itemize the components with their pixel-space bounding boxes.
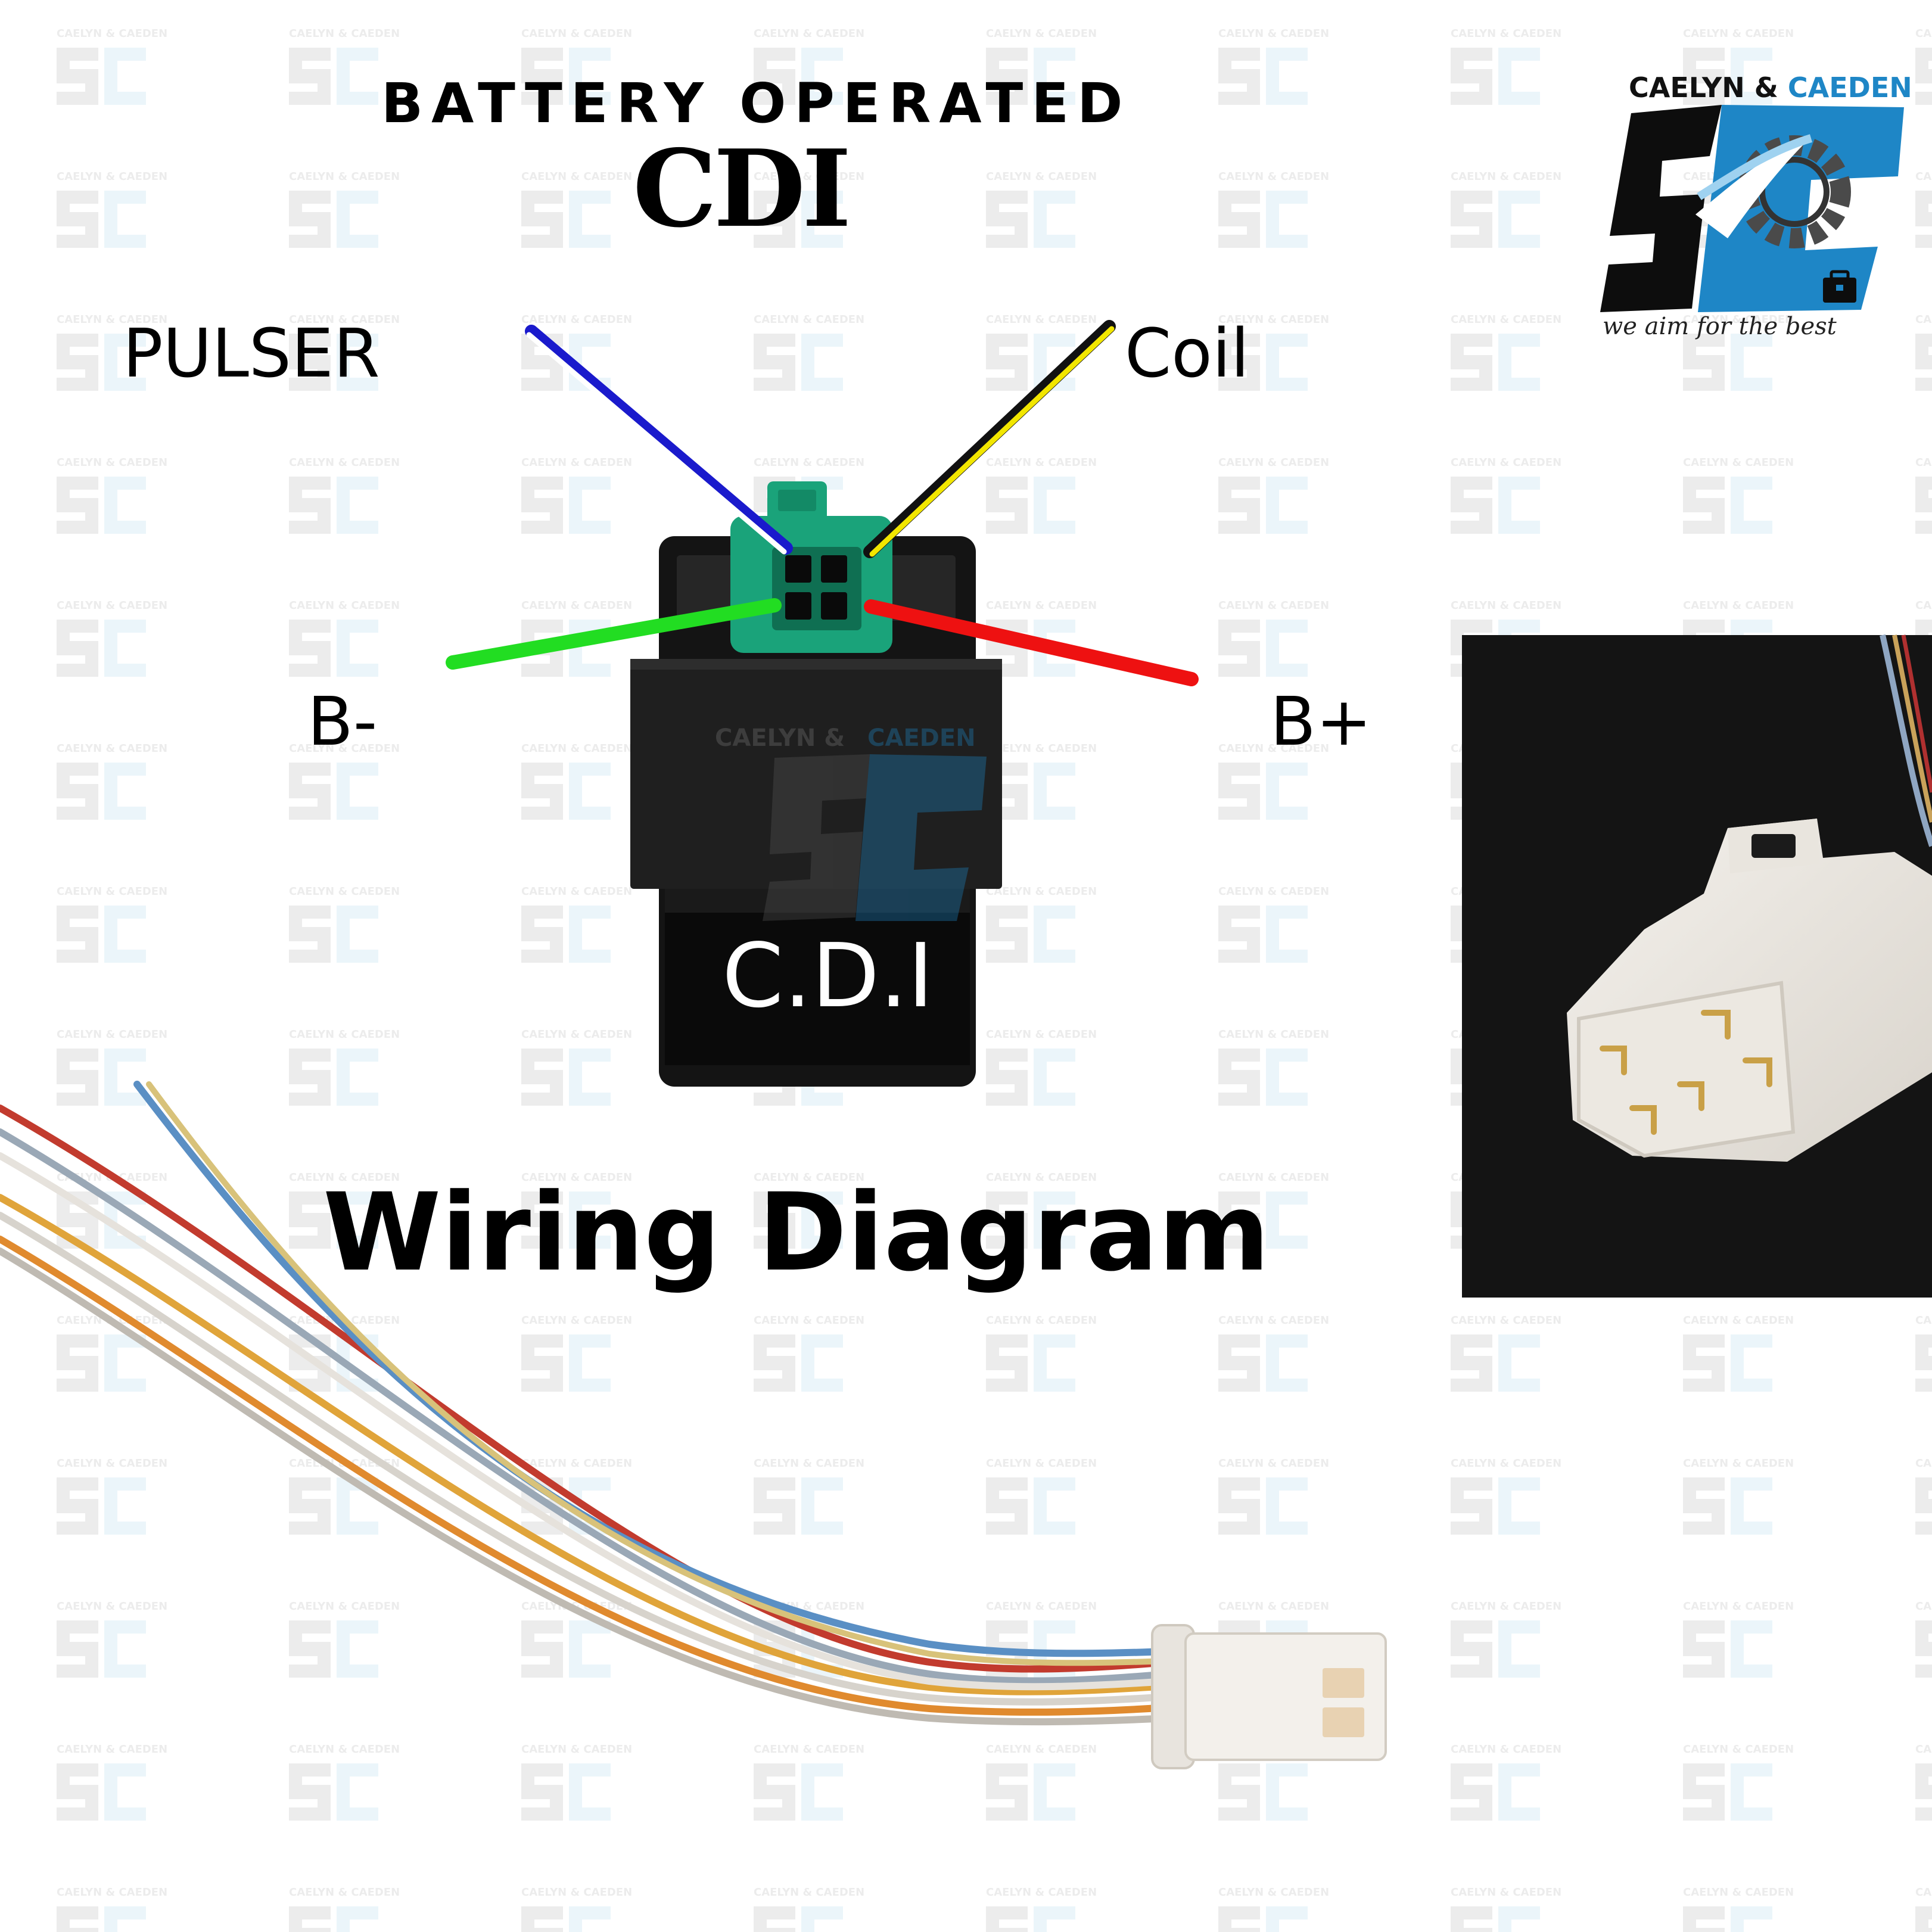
- wire-harness-photo: [0, 1081, 1171, 1726]
- brand-name: CAELYN & CAEDEN: [1629, 74, 1912, 101]
- brand-name-part1: CAELYN &: [1629, 71, 1778, 104]
- brand-name-part2: CAEDEN: [1787, 71, 1912, 104]
- brand-logo: [1600, 105, 1904, 312]
- module-watermark-logo: CAELYN & CAEDEN: [715, 724, 987, 921]
- connector-photo: [1462, 634, 1932, 1298]
- wire-b-minus: [446, 598, 782, 670]
- cdi-connector: [730, 481, 892, 653]
- svg-text:CAEDEN: CAEDEN: [867, 724, 976, 752]
- label-b-minus: B-: [307, 683, 378, 761]
- harness-connector: [1151, 1624, 1387, 1769]
- label-pulser: PULSER: [123, 315, 380, 393]
- header-title-small: BATTERY OPERATED: [381, 71, 1131, 135]
- svg-text:CAELYN &: CAELYN &: [715, 724, 845, 752]
- brand-tagline: we aim for the best: [1603, 313, 1837, 340]
- header-title-large: CDI: [633, 126, 851, 251]
- label-coil: Coil: [1125, 315, 1249, 393]
- toolbox-icon: [1823, 270, 1856, 303]
- label-b-plus: B+: [1270, 683, 1372, 761]
- wire-pulser: [525, 325, 793, 555]
- cdi-module: CAELYN & CAEDEN: [630, 536, 1002, 1087]
- wire-b-plus: [864, 599, 1199, 686]
- cdi-face-label: C.D.I: [722, 925, 934, 1027]
- wire-coil: [863, 320, 1116, 558]
- footer-caption: Wiring Diagram: [323, 1171, 1270, 1295]
